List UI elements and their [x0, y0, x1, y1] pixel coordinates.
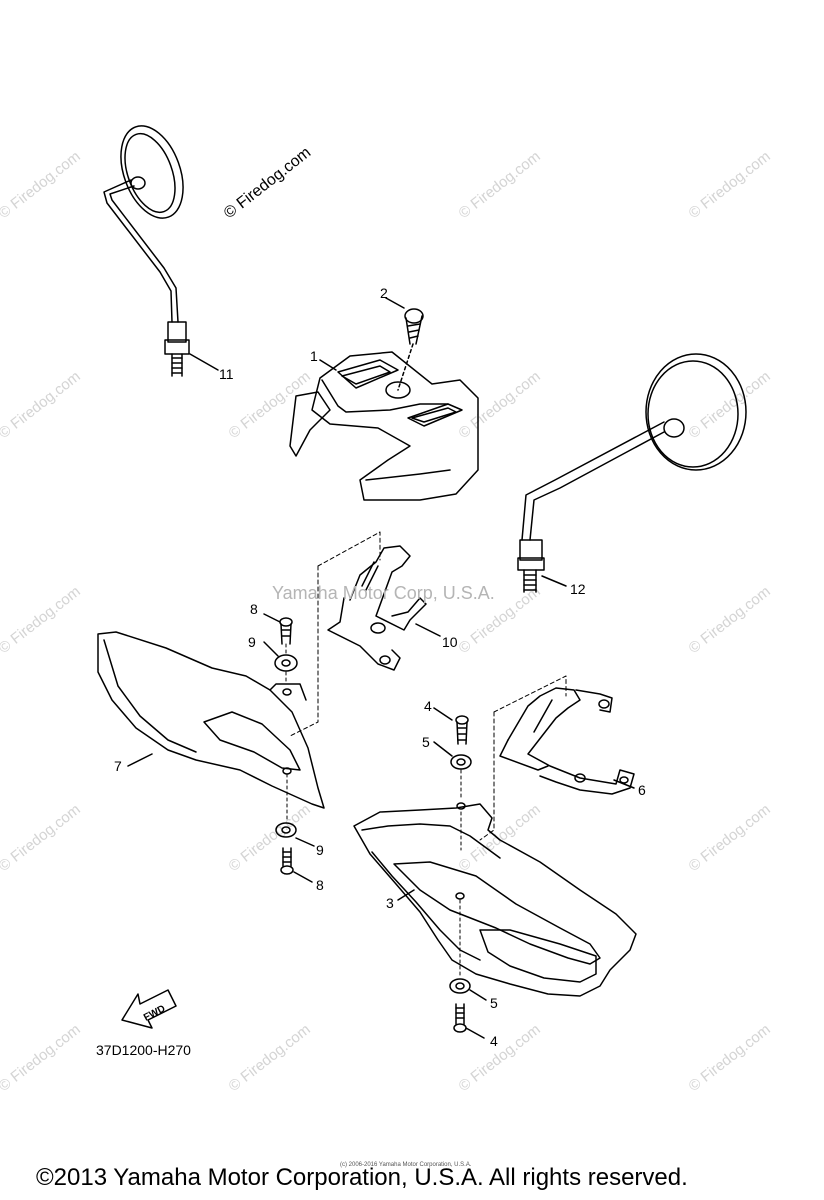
washer-9-lower — [275, 822, 297, 838]
screw-8-upper — [279, 617, 293, 645]
mirror-left — [103, 125, 190, 377]
callout-6: 6 — [638, 782, 646, 798]
fwd-arrow-icon: FWD — [121, 989, 177, 1029]
screw-2 — [397, 308, 424, 391]
side-cover-7 — [97, 631, 325, 809]
callout-8: 8 — [250, 601, 258, 617]
footer-copyright: ©2013 Yamaha Motor Corporation, U.S.A. A… — [36, 1164, 688, 1191]
callout-5: 5 — [490, 995, 498, 1011]
callout-2: 2 — [380, 285, 388, 301]
callout-3: 3 — [386, 895, 394, 911]
callout-11: 11 — [219, 366, 234, 382]
figure-code: 37D1200-H270 — [96, 1042, 191, 1058]
bracket-10 — [327, 545, 427, 671]
screw-4-lower — [453, 1003, 467, 1033]
washer-9-upper — [274, 654, 298, 672]
callout-8: 8 — [316, 877, 324, 893]
callout-9: 9 — [248, 634, 256, 650]
callout-4: 4 — [490, 1033, 498, 1049]
washer-5-upper — [450, 754, 472, 770]
watermark-center: Yamaha Motor Corp, U.S.A. — [272, 583, 495, 603]
washer-5-lower — [449, 978, 471, 994]
bracket-6 — [499, 687, 635, 795]
callout-7: 7 — [114, 758, 122, 774]
cover-1 — [289, 351, 479, 501]
side-cover-3 — [353, 802, 637, 997]
callout-9: 9 — [316, 842, 324, 858]
callout-4: 4 — [424, 698, 432, 714]
callout-10: 10 — [442, 634, 458, 650]
screw-8-lower — [280, 847, 294, 875]
callout-12: 12 — [570, 581, 586, 597]
callout-1: 1 — [310, 348, 318, 364]
screw-4-upper — [455, 715, 469, 745]
small-copyright-notice: (c) 2006-2016 Yamaha Motor Corporation, … — [340, 1162, 472, 1168]
mirror-right — [517, 353, 747, 593]
callout-5: 5 — [422, 734, 430, 750]
